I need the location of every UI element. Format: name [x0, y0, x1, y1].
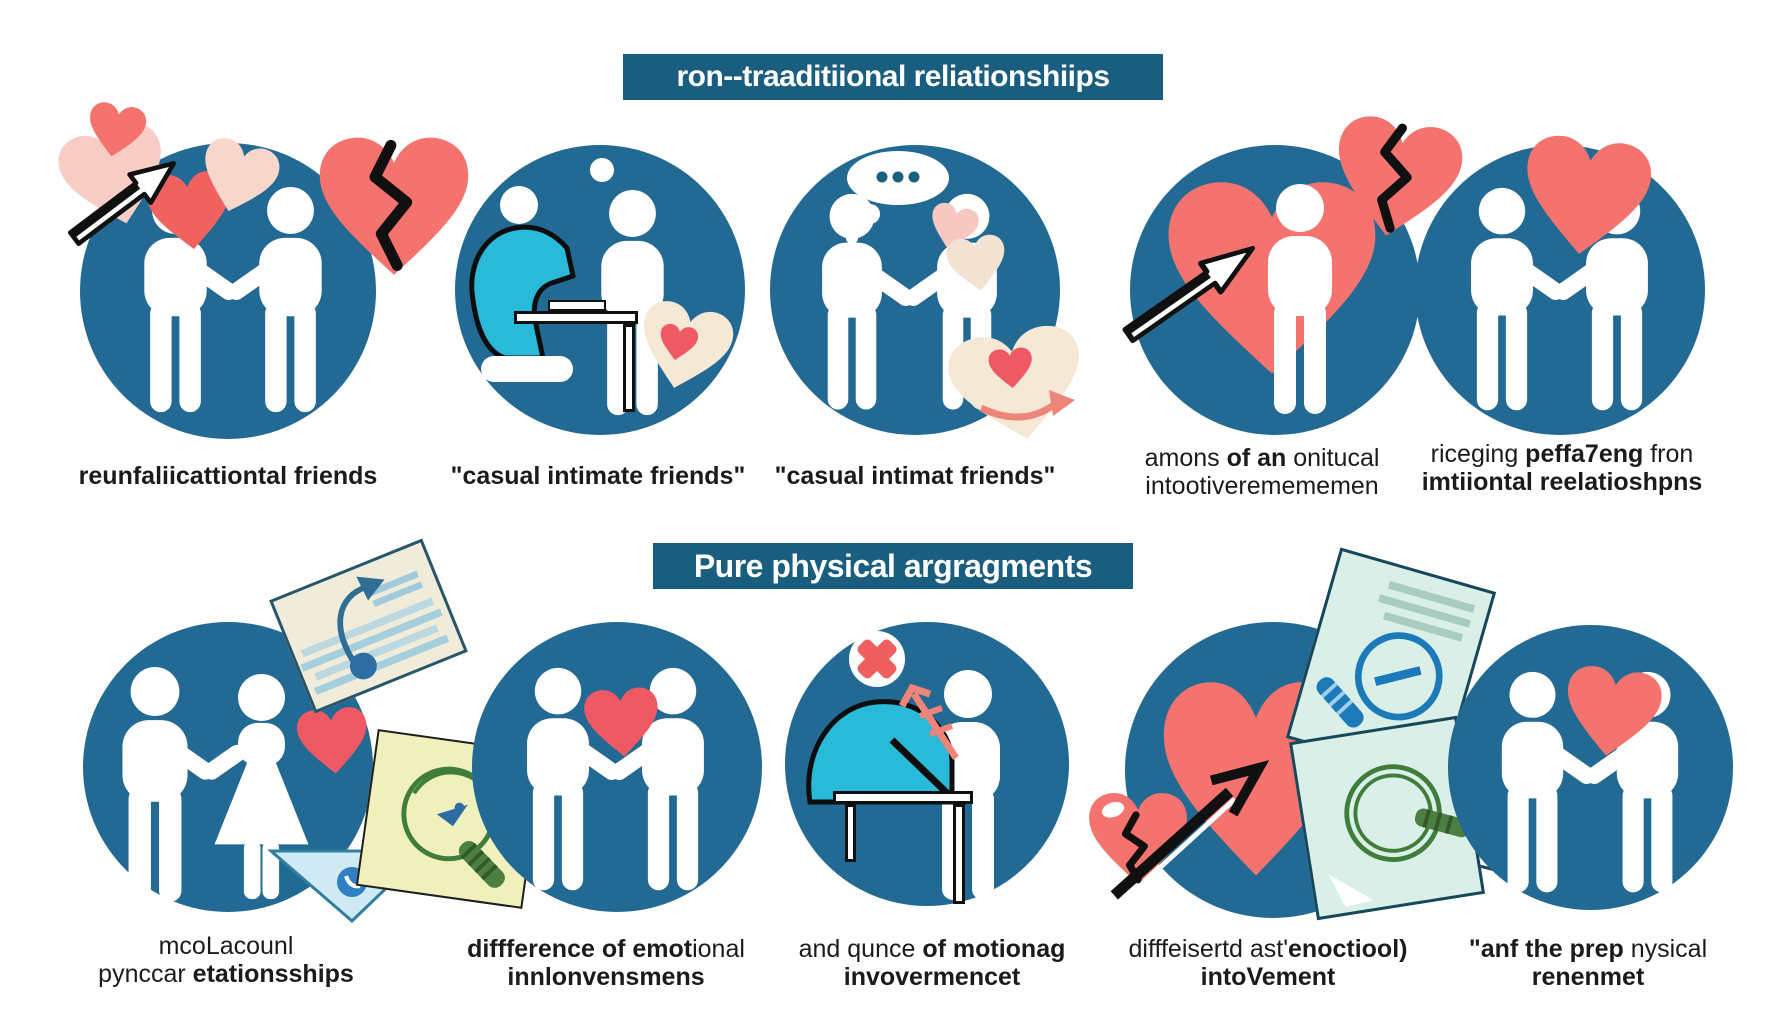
caption-r2c2: diffference of emotional innlonvensmens	[467, 935, 745, 991]
table-leg	[623, 324, 635, 412]
caption-line: diffference of emotional	[467, 935, 745, 963]
caption-line: "casual intimate friends"	[450, 462, 746, 490]
salmon-heart-icon	[1517, 132, 1655, 262]
caption-r2c3: and qunce of motionag invovermencet	[799, 935, 1066, 991]
bubble-trail-dot	[846, 232, 858, 244]
section-banner: Pure physical argragments	[653, 543, 1133, 589]
caption-line: renenmet	[1531, 963, 1645, 991]
table-leg	[845, 804, 856, 862]
up-arrow-icon	[898, 683, 959, 760]
person-icon	[822, 193, 882, 410]
broken-heart-icon	[1089, 793, 1187, 884]
caption-line: mcoLacounl	[158, 932, 294, 960]
caption-line: intoVement	[1200, 963, 1336, 991]
caption-line: imtiiontal reelatioshpns	[1421, 468, 1703, 496]
caption-r2c1: mcoLacounl pynccar etationsships	[98, 932, 354, 988]
document-curved-arrow	[269, 538, 468, 714]
table-leg	[953, 804, 965, 904]
caption-r1c1: reunfaliicattiontal friends	[79, 462, 378, 490]
document-art	[300, 570, 450, 696]
salmon-heart-icon	[83, 100, 149, 162]
broken-heart-icon	[319, 137, 469, 275]
no-sign-icon	[849, 631, 905, 687]
caption-r2c5: "anf the prep nysical renenmet	[1469, 935, 1707, 991]
title-banner: ron--traaditiional reliationshiips	[623, 54, 1163, 100]
caption-line: reunfaliicattiontal friends	[78, 462, 378, 490]
black-arrow-icon	[1110, 760, 1270, 903]
broken-heart-icon	[1325, 111, 1468, 247]
red-heart-icon	[656, 322, 700, 364]
laptop-on-table	[548, 300, 606, 311]
caption-line: and qunce of motionag	[798, 935, 1066, 963]
kneeling-figure-icon	[469, 186, 576, 382]
thought-bubble-icon	[847, 151, 949, 205]
caption-line: invovermencet	[843, 963, 1021, 991]
thought-dot	[590, 158, 614, 182]
red-heart-icon	[295, 705, 371, 777]
cream-heart-icon	[944, 232, 1010, 295]
caption-r1c5: riceging peffa7eng fron imtiiontal reela…	[1422, 440, 1703, 496]
caption-line: riceging peffa7eng fron	[1430, 440, 1694, 468]
magnifier-art	[1328, 764, 1471, 907]
table-top	[514, 311, 638, 324]
salmon-heart-icon	[1559, 662, 1665, 763]
red-heart-icon	[583, 686, 661, 759]
caption-line: difffeisertd ast'enoctiool)	[1128, 935, 1408, 963]
caption-line: "anf the prep nysical	[1468, 935, 1708, 963]
caption-r1c4: amons of an onitucal intootiveremememen	[1145, 444, 1380, 500]
caption-line: "casual intimat friends"	[774, 462, 1056, 490]
caption-line: pynccar etationsships	[98, 960, 354, 988]
curved-arrow-icon	[979, 390, 1075, 421]
caption-line: innlonvensmens	[507, 963, 705, 991]
caption-r1c2: "casual intimate friends"	[451, 462, 746, 490]
caption-r1c3: "casual intimat friends"	[775, 462, 1056, 490]
caption-line: intootiveremememen	[1145, 472, 1379, 500]
caption-line: amons of an onitucal	[1144, 444, 1380, 472]
table-top	[833, 791, 973, 804]
note-green-circle	[355, 729, 545, 909]
note-art	[401, 766, 505, 888]
caption-r2c4: difffeisertd ast'enoctiool) intoVement	[1129, 935, 1408, 991]
bubble-trail-dot	[860, 204, 880, 224]
document-magnifier-green	[1288, 715, 1486, 921]
